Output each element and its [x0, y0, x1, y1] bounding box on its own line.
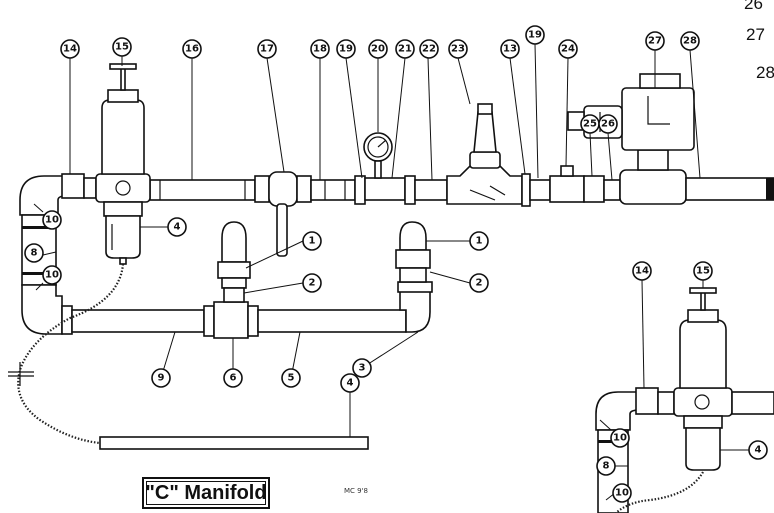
callout-14-label: 14: [63, 44, 77, 55]
callout-22-label: 22: [422, 44, 436, 55]
callout-14: 14: [60, 39, 80, 59]
callout-23-label: 23: [451, 44, 465, 55]
callout-19-left-label: 19: [339, 44, 353, 55]
drain-hose: [17, 263, 125, 445]
inset-callout-8: 8: [596, 456, 616, 476]
callout-27: 27: [645, 31, 665, 51]
callout-21: 21: [395, 39, 415, 59]
callout-19-right-label: 19: [528, 30, 542, 41]
inset-callout-10-lower: 10: [612, 483, 632, 503]
callout-15-label: 15: [115, 42, 129, 53]
callout-10-lower: 10: [42, 265, 62, 285]
callout-1-left-label: 1: [309, 236, 316, 247]
drain-tube: [99, 436, 369, 450]
callout-22: 22: [419, 39, 439, 59]
callout-5-label: 5: [288, 373, 295, 384]
callout-16-label: 16: [185, 44, 199, 55]
callout-5: 5: [281, 368, 301, 388]
callout-20: 20: [368, 39, 388, 59]
inset-callout-14: 14: [632, 261, 652, 281]
callout-24-label: 24: [561, 44, 575, 55]
callout-4-tube: 4: [340, 373, 360, 393]
inset-detail: [595, 287, 774, 513]
callout-8: 8: [24, 243, 44, 263]
inset-callout-8-label: 8: [603, 461, 610, 472]
callout-28: 28: [680, 31, 700, 51]
callout-23: 23: [448, 39, 468, 59]
inset-callout-10-upper: 10: [610, 428, 630, 448]
callout-8-label: 8: [31, 248, 38, 259]
callout-6: 6: [223, 368, 243, 388]
inset-callout-4-label: 4: [755, 445, 762, 456]
callout-20-label: 20: [371, 44, 385, 55]
callout-4-filter: 4: [167, 217, 187, 237]
callout-1-right-label: 1: [476, 236, 483, 247]
callout-25-label: 25: [583, 119, 597, 130]
legend-number-27: 27: [746, 25, 765, 44]
legend-number-26: 26: [744, 0, 763, 13]
callout-16: 16: [182, 39, 202, 59]
callout-19-left: 19: [336, 39, 356, 59]
pressure-gauge: [363, 132, 393, 179]
filter-regulator: [95, 63, 151, 265]
callout-10-upper-label: 10: [45, 215, 59, 226]
air-chamber-right: [395, 221, 431, 283]
callout-9: 9: [151, 368, 171, 388]
inset-callout-4: 4: [748, 440, 768, 460]
callout-2-left: 2: [302, 273, 322, 293]
callout-3: 3: [352, 358, 372, 378]
legend-number-28: 28: [756, 63, 774, 82]
callout-17-label: 17: [260, 44, 274, 55]
inset-callout-15: 15: [693, 261, 713, 281]
callout-26-label: 26: [601, 119, 615, 130]
callout-13: 13: [500, 39, 520, 59]
callout-25: 25: [580, 114, 600, 134]
callout-6-label: 6: [230, 373, 237, 384]
callout-18-label: 18: [313, 44, 327, 55]
callout-19-right: 19: [525, 25, 545, 45]
callout-10-lower-label: 10: [45, 270, 59, 281]
main-pipe-run: [19, 73, 774, 257]
callout-2-right-label: 2: [476, 278, 483, 289]
inset-callout-10-lower-label: 10: [615, 488, 629, 499]
callout-10-upper: 10: [42, 210, 62, 230]
hose-clamp: [8, 362, 34, 386]
callout-2-right: 2: [469, 273, 489, 293]
inset-callout-14-label: 14: [635, 266, 649, 277]
callout-27-label: 27: [648, 36, 662, 47]
callout-13-label: 13: [503, 44, 517, 55]
manifold-caption: "C" Manifold: [142, 477, 270, 509]
callout-9-label: 9: [158, 373, 165, 384]
callout-17: 17: [257, 39, 277, 59]
inset-callout-15-label: 15: [696, 266, 710, 277]
callout-2-left-label: 2: [309, 278, 316, 289]
callout-24: 24: [558, 39, 578, 59]
callout-28-label: 28: [683, 36, 697, 47]
callout-4-tube-label: 4: [347, 378, 354, 389]
air-chamber-left: [217, 221, 251, 303]
callout-26: 26: [598, 114, 618, 134]
manifold-caption-text: "C" Manifold: [145, 481, 267, 504]
callout-15: 15: [112, 37, 132, 57]
inset-callout-10-upper-label: 10: [613, 433, 627, 444]
callout-1-right: 1: [469, 231, 489, 251]
callout-1-left: 1: [302, 231, 322, 251]
callout-4-filter-label: 4: [174, 222, 181, 233]
figure-code: MC 9'8: [344, 487, 368, 495]
callout-21-label: 21: [398, 44, 412, 55]
callout-3-label: 3: [359, 363, 366, 374]
callout-18: 18: [310, 39, 330, 59]
